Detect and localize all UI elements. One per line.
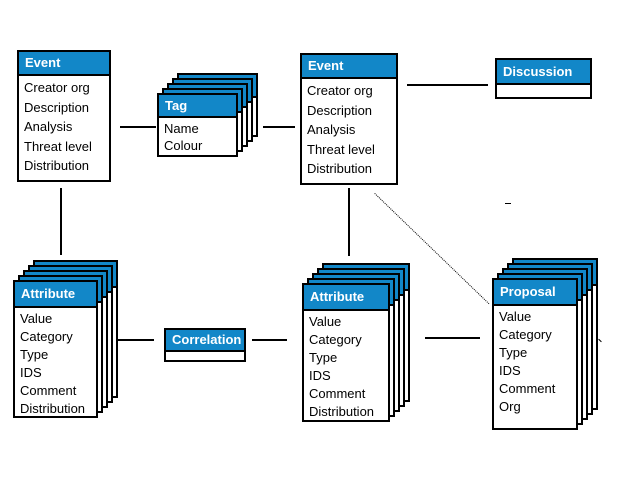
field-distribution: Distribution — [24, 158, 90, 173]
field-value: Value — [499, 309, 532, 324]
entity-event-right-fields: Creator org Description Analysis Threat … — [302, 79, 396, 179]
field-colour: Colour — [164, 138, 203, 153]
field-ids: IDS — [20, 365, 42, 380]
connector-attribute-middle-proposal — [425, 337, 480, 339]
field-type: Type — [309, 350, 338, 365]
connector-event-right-discussion — [407, 84, 488, 86]
entity-attribute-middle-title: Attribute — [304, 285, 388, 311]
field-ids: IDS — [499, 363, 521, 378]
entity-event-left-title: Event — [19, 52, 109, 76]
field-type: Type — [499, 345, 528, 360]
entity-event-right[interactable]: Event Creator org Description Analysis T… — [300, 53, 398, 185]
entity-attribute-left-title: Attribute — [15, 282, 96, 308]
field-name: Name — [164, 121, 199, 136]
field-analysis: Analysis — [24, 119, 73, 134]
field-threat-level: Threat level — [307, 141, 375, 157]
entity-event-right-title: Event — [302, 55, 396, 79]
entity-event-left[interactable]: Event Creator org Description Analysis T… — [17, 50, 111, 182]
stray-mark — [598, 338, 602, 343]
connector-event-right-attribute-middle — [348, 188, 350, 256]
connector-event-left-tag — [120, 126, 156, 128]
connector-correlation-attribute-middle — [252, 339, 287, 341]
field-distribution: Distribution — [307, 161, 373, 176]
field-type: Type — [20, 347, 49, 362]
entity-proposal[interactable]: Proposal Value Category Type IDS Comment… — [492, 278, 578, 430]
connector-event-left-attribute-left — [60, 188, 62, 255]
field-distribution: Distribution — [309, 404, 375, 419]
entity-proposal-fields: Value Category Type IDS Comment Org — [494, 306, 576, 416]
entity-event-left-fields: Creator org Description Analysis Threat … — [19, 76, 109, 176]
connector-tag-event-right — [263, 126, 295, 128]
field-value: Value — [20, 311, 53, 326]
field-comment: Comment — [499, 381, 556, 396]
entity-attribute-middle[interactable]: Attribute Value Category Type IDS Commen… — [302, 283, 390, 422]
field-value: Value — [309, 314, 342, 329]
field-category: Category — [499, 327, 552, 342]
entity-tag-fields: Name Colour — [159, 118, 236, 154]
field-threat-level: Threat level — [24, 138, 92, 154]
field-org: Org — [499, 399, 521, 414]
entity-attribute-left[interactable]: Attribute Value Category Type IDS Commen… — [13, 280, 98, 418]
entity-discussion[interactable]: Discussion — [495, 58, 592, 99]
field-category: Category — [20, 329, 73, 344]
field-ids: IDS — [309, 368, 331, 383]
field-comment: Comment — [309, 386, 366, 401]
entity-proposal-title: Proposal — [494, 280, 576, 306]
field-creator-org: Creator org — [307, 83, 373, 98]
field-comment: Comment — [20, 383, 77, 398]
connector-attribute-left-correlation — [118, 339, 154, 341]
entity-discussion-title: Discussion — [497, 60, 590, 85]
entity-correlation-title: Correlation — [166, 330, 244, 352]
field-distribution: Distribution — [20, 401, 86, 416]
entity-correlation[interactable]: Correlation — [164, 328, 246, 362]
entity-attribute-left-fields: Value Category Type IDS Comment Distribu… — [15, 308, 96, 418]
entity-tag[interactable]: Tag Name Colour — [157, 93, 238, 157]
field-category: Category — [309, 332, 362, 347]
field-analysis: Analysis — [307, 122, 356, 137]
entity-tag-title: Tag — [159, 95, 236, 118]
entity-attribute-middle-fields: Value Category Type IDS Comment Distribu… — [304, 311, 388, 421]
field-description: Description — [307, 102, 373, 118]
field-creator-org: Creator org — [24, 80, 90, 95]
field-description: Description — [24, 99, 90, 115]
stray-mark — [505, 203, 511, 204]
